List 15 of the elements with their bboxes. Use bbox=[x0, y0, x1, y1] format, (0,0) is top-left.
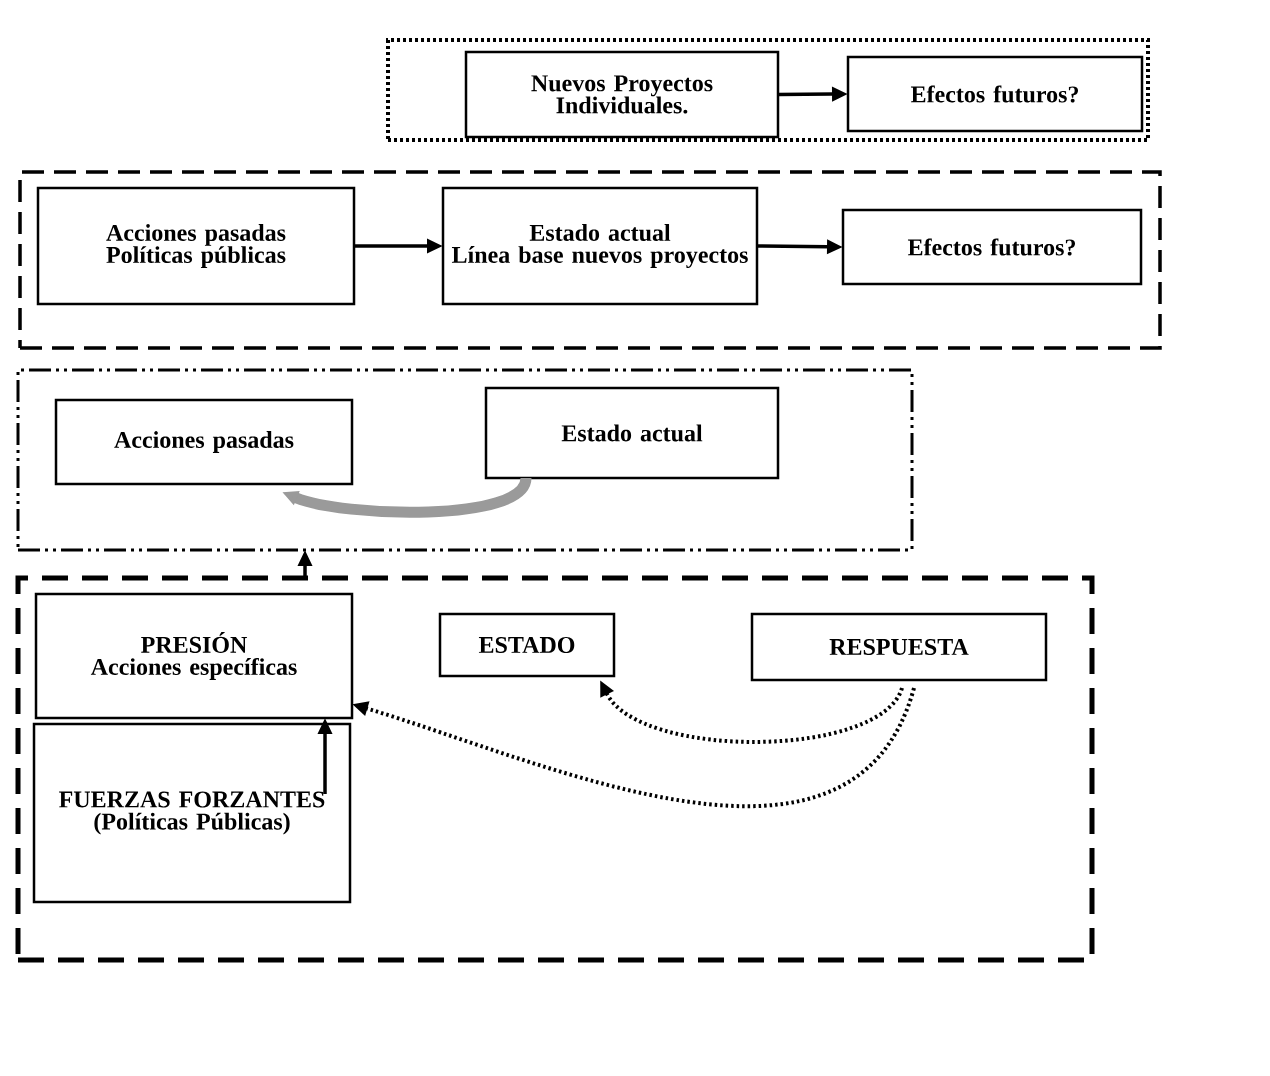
process-box: FUERZAS FORZANTES (Políticas Públicas) bbox=[32, 722, 352, 904]
group-frame bbox=[386, 38, 1150, 142]
process-box: Acciones pasadas bbox=[54, 398, 354, 486]
process-box: RESPUESTA bbox=[750, 612, 1048, 682]
process-box: Estado actual bbox=[484, 386, 780, 480]
group-frame bbox=[16, 368, 914, 552]
process-box: Efectos futuros? bbox=[841, 208, 1143, 286]
process-box: Nuevos Proyectos Individuales. bbox=[464, 50, 780, 139]
process-box: Acciones pasadas Políticas públicas bbox=[36, 186, 356, 306]
process-box: Efectos futuros? bbox=[846, 55, 1144, 133]
process-box: ESTADO bbox=[438, 612, 616, 678]
process-box: Estado actual Línea base nuevos proyectos bbox=[441, 186, 759, 306]
group-frame bbox=[15, 575, 1095, 963]
process-box: PRESIÓN Acciones específicas bbox=[34, 592, 354, 720]
group-frame bbox=[18, 170, 1162, 350]
